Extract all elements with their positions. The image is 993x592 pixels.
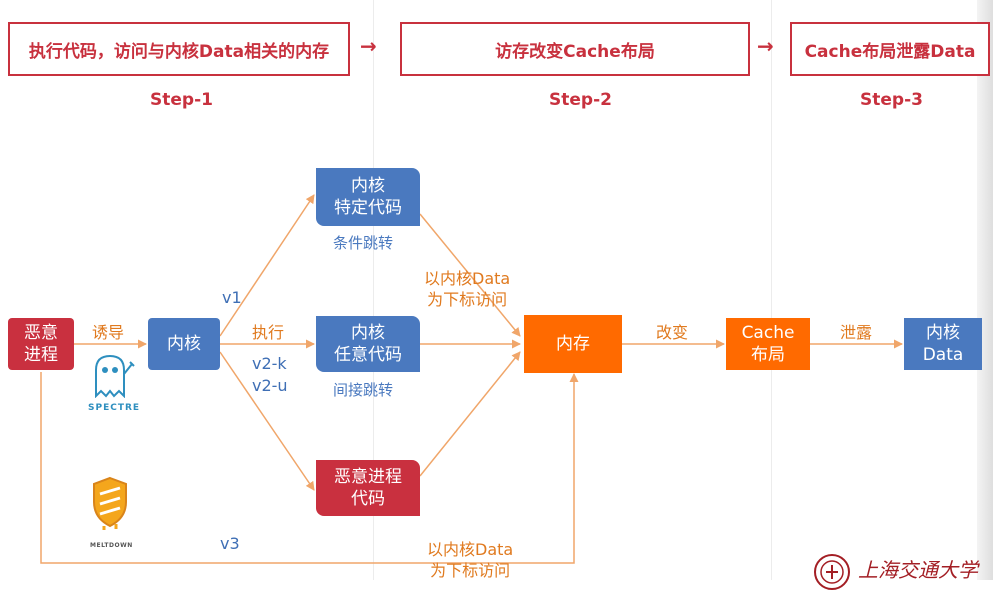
malicious-process-node: 恶意进程	[8, 318, 74, 370]
node-line: 内核	[351, 176, 385, 196]
step-arrow: →	[757, 34, 774, 58]
induce-label: 诱导	[92, 323, 125, 342]
kernel-specific-code-node: 内核特定代码	[316, 168, 420, 226]
node-line: 任意代码	[334, 345, 402, 365]
node-line: 特定代码	[334, 198, 402, 218]
arrow-specific-to-memory	[419, 213, 521, 337]
divider-line	[771, 0, 772, 580]
memory-node: 内存	[524, 315, 622, 373]
index-access-label-bottom: 以内核Data 为下标访问	[427, 539, 513, 581]
label-line: v2-u	[252, 376, 288, 395]
divider-line	[373, 0, 374, 580]
conditional-jump-label: 条件跳转	[333, 234, 394, 252]
leak-label: 泄露	[840, 323, 873, 342]
arrow-to-malicious-code	[219, 351, 315, 491]
variant-v2-label: v2-k v2-u	[252, 353, 288, 397]
change-label: 改变	[656, 323, 689, 342]
node-line: 布局	[751, 345, 785, 365]
step-2-label: Step-2	[549, 90, 612, 110]
kernel-arbitrary-code-node: 内核任意代码	[316, 316, 420, 372]
page-edge-shadow	[977, 0, 993, 580]
arrow-malcode-to-memory	[419, 351, 521, 477]
spectre-logo-text: SPECTRE	[88, 403, 141, 413]
label-line: 为下标访问	[430, 561, 511, 580]
step-1-box: 执行代码，访问与内核Data相关的内存	[8, 22, 350, 76]
flow-arrows	[40, 194, 903, 564]
university-name-logo: 上海交通大学	[858, 558, 978, 582]
indirect-jump-label: 间接跳转	[333, 381, 394, 399]
step-1-label: Step-1	[150, 90, 213, 110]
step-3-box: Cache布局泄露Data	[790, 22, 990, 76]
kernel-node: 内核	[148, 318, 220, 370]
node-line: Data	[922, 345, 964, 365]
university-seal-icon	[814, 554, 850, 590]
arrow-v1	[219, 194, 315, 337]
label-line: 为下标访问	[427, 290, 508, 309]
node-line: 恶意	[24, 323, 58, 343]
node-line: 恶意进程	[334, 467, 402, 487]
label-line: 以内核Data	[427, 540, 514, 559]
node-line: 代码	[351, 489, 385, 509]
meltdown-logo-text: MELTDOWN	[90, 542, 133, 549]
step-2-box: 访存改变Cache布局	[400, 22, 750, 76]
index-access-label-top: 以内核Data 为下标访问	[424, 268, 510, 310]
node-line: 内核	[351, 323, 385, 343]
malicious-process-code-node: 恶意进程代码	[316, 460, 420, 516]
label-line: 以内核Data	[424, 269, 511, 288]
spectre-ghost-icon	[95, 354, 135, 398]
meltdown-shield-icon	[93, 476, 127, 530]
arrow-v3-path	[40, 372, 579, 564]
step-3-label: Step-3	[860, 90, 923, 110]
variant-v3-label: v3	[220, 534, 240, 553]
step-arrow: →	[360, 34, 377, 58]
variant-v1-label: v1	[222, 288, 242, 307]
node-line: 内核	[926, 323, 960, 343]
label-line: v2-k	[252, 354, 287, 373]
node-line: 进程	[24, 345, 58, 365]
execute-label: 执行	[252, 323, 285, 342]
node-line: Cache	[741, 323, 795, 343]
